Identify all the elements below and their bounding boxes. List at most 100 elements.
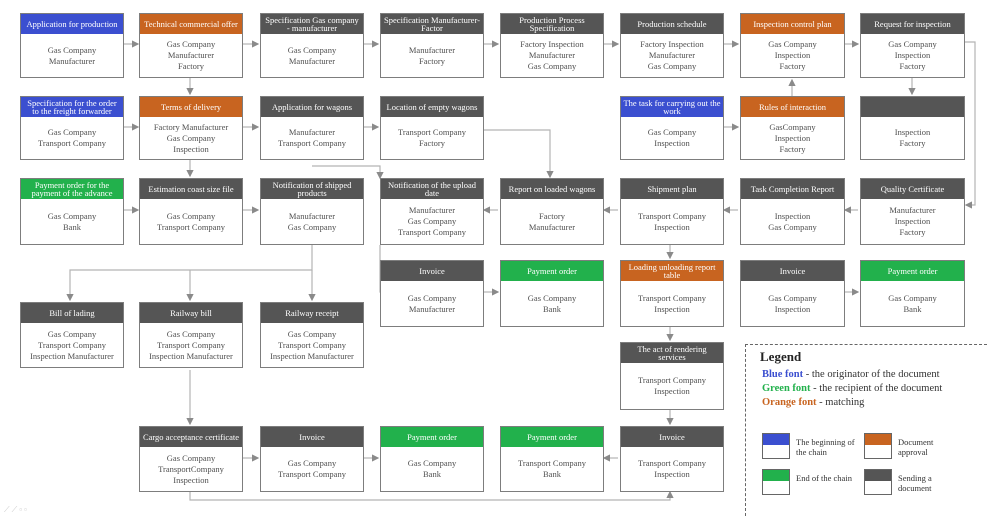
node-title: Notification of shipped products xyxy=(261,179,363,199)
legend-desc-green: - the recipient of the document xyxy=(810,383,943,394)
participant-label: Gas Company xyxy=(407,216,457,226)
node-title: Application for production xyxy=(21,14,123,34)
participant-label: Transport Company xyxy=(638,375,706,385)
participant-label: Gas Company xyxy=(647,127,697,137)
node-title: Technical commercial offer xyxy=(140,14,242,34)
participant-label: Inspection xyxy=(774,210,811,221)
participant-label: Gas Company xyxy=(166,452,216,463)
participant-label: Gas Company xyxy=(287,458,337,468)
participant-label: Gas Company xyxy=(888,292,937,303)
node-title: Terms of delivery xyxy=(140,97,242,117)
legend-swatch-blue xyxy=(762,433,790,459)
participant-label: Gas Company xyxy=(47,328,97,339)
participant-label: Gas Company xyxy=(527,61,577,71)
legend-swatch-label: Document approval xyxy=(898,437,934,457)
node-title: Bill of lading xyxy=(21,303,123,323)
participant-label: Manufacturer xyxy=(408,303,456,314)
participant-label: Bank xyxy=(543,469,561,479)
participant-label: Bank xyxy=(63,221,81,232)
participant-label: Gas Company xyxy=(287,328,337,339)
participant-label: Gas Company xyxy=(768,292,817,303)
participant-label: Bank xyxy=(423,469,441,479)
participant-label: Manufacturer xyxy=(288,210,336,221)
participant-label: Manufacturer xyxy=(288,55,336,66)
participant-label: Gas Company xyxy=(166,328,216,339)
participant-label: Gas Company xyxy=(166,132,216,143)
node-title: Shipment plan xyxy=(621,179,723,199)
participant-label: Transport Company xyxy=(518,458,586,468)
document-node: Specification for the order to the freig… xyxy=(20,96,124,160)
node-title: Payment order for the payment of the adv… xyxy=(21,179,123,199)
participant-label: Manufacturer xyxy=(288,127,336,137)
participant-label: Factory xyxy=(779,61,806,71)
node-title: Specification for the order to the freig… xyxy=(21,97,123,117)
participant-label: Inspection Manufacturer xyxy=(270,350,354,361)
participant-label: Factory Inspection xyxy=(520,39,584,49)
participant-label: Manufacturer xyxy=(48,55,96,66)
node-title: The act of rendering services xyxy=(621,343,723,363)
node-title: Specification Gas company - manufacturer xyxy=(261,14,363,34)
participant-label: TransportCompany xyxy=(158,463,224,474)
participant-label: Gas Company xyxy=(166,210,216,221)
node-title: Invoice xyxy=(381,261,483,281)
node-title: Task Completion Report xyxy=(741,179,844,199)
participant-label: Manufacturer xyxy=(528,221,576,232)
legend-line-orange: Orange font - matching xyxy=(762,397,864,408)
node-title: Production schedule xyxy=(621,14,723,34)
participant-label: Inspection Manufacturer xyxy=(149,350,233,361)
participant-label: Gas Company xyxy=(407,292,457,303)
legend-line-blue: Blue font - the originator of the docume… xyxy=(762,369,940,380)
node-title: Invoice xyxy=(741,261,844,281)
node-title: Invoice xyxy=(621,427,723,447)
node-title: The task for carrying out the work xyxy=(621,97,723,117)
participant-label: Inspection Manufacturer xyxy=(30,350,114,361)
node-title: Report on loaded wagons xyxy=(501,179,603,199)
node-title: Location of empty wagons xyxy=(381,97,483,117)
node-title: Payment order xyxy=(861,261,964,281)
participant-label: Factory xyxy=(178,61,204,71)
connector xyxy=(484,129,554,179)
legend-key-blue: Blue font xyxy=(762,369,804,380)
participant-label: Bank xyxy=(543,303,561,314)
participant-label: Inspection xyxy=(173,143,209,154)
participant-label: Gas Company xyxy=(166,39,216,49)
